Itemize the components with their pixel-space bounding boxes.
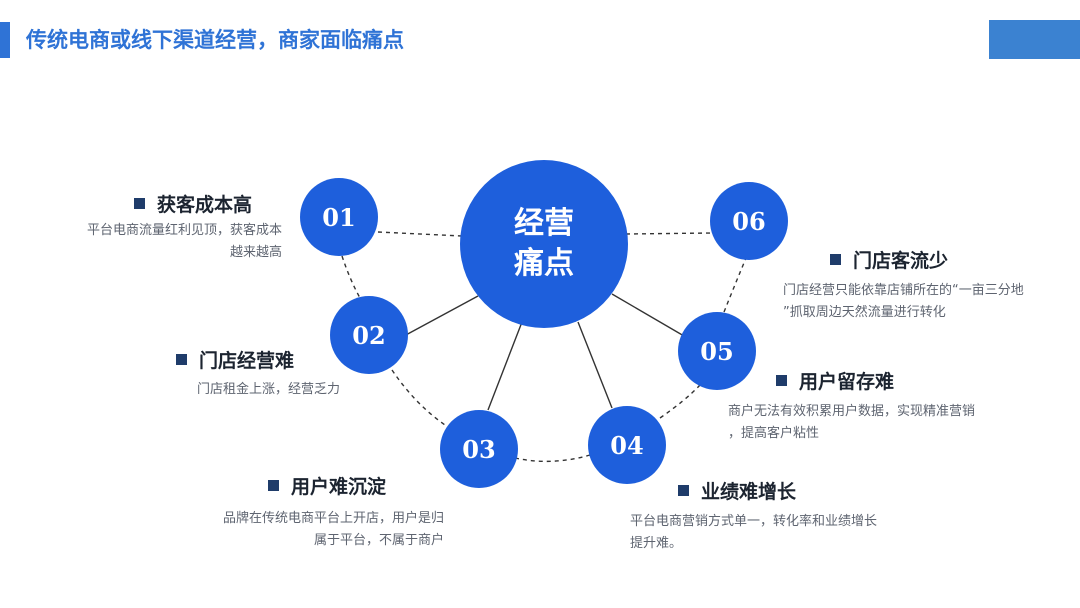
desc-line: 平台电商流量红利见顶，获客成本 — [86, 223, 282, 238]
center-circle: 经营 痛点 — [460, 160, 628, 328]
square-bullet-icon — [776, 375, 787, 386]
spoke-02 — [403, 295, 479, 337]
item-title-03: 用户难沉淀 — [268, 472, 386, 499]
item-title-04: 业绩难增长 — [678, 477, 796, 504]
dashed-arc-01-02 — [341, 255, 361, 299]
desc-line: 商户无法有效积累用户数据，实现精准营销 — [728, 404, 976, 419]
item-title-text: 门店客流少 — [853, 250, 949, 272]
item-desc-02: 门店租金上涨，经营乏力 — [140, 379, 340, 401]
dashed-arc-04-05 — [659, 384, 701, 419]
square-bullet-icon — [176, 354, 187, 365]
spoke-03 — [487, 321, 523, 411]
number-circle-02: 02 — [330, 296, 408, 374]
number-circle-01: 01 — [300, 178, 378, 256]
number-circle-03: 03 — [440, 410, 518, 488]
square-bullet-icon — [134, 198, 145, 209]
item-desc-06: 门店经营只能依靠店铺所在的“一亩三分地 ”抓取周边天然流量进行转化 — [783, 280, 1063, 324]
page-title: 传统电商或线下渠道经营，商家面临痛点 — [26, 28, 404, 52]
corner-decoration — [989, 20, 1080, 59]
item-desc-04: 平台电商营销方式单一，转化率和业绩增长 提升难。 — [630, 511, 910, 555]
desc-line: 越来越高 — [229, 245, 282, 260]
desc-line: 提升难。 — [630, 536, 683, 551]
item-title-text: 门店经营难 — [199, 350, 295, 372]
desc-line: 属于平台，不属于商户 — [313, 533, 444, 548]
desc-line: 门店租金上涨，经营乏力 — [196, 382, 340, 397]
item-title-text: 用户留存难 — [799, 371, 895, 393]
item-desc-01: 平台电商流量红利见顶，获客成本 越来越高 — [60, 220, 282, 264]
number-circle-06: 06 — [710, 182, 788, 260]
item-title-text: 用户难沉淀 — [291, 476, 387, 498]
item-title-text: 业绩难增长 — [701, 481, 797, 503]
number-circle-04: 04 — [588, 406, 666, 484]
dashed-arc-02-03 — [391, 369, 446, 426]
item-title-01: 获客成本高 — [134, 190, 252, 217]
dashed-link-01-center — [377, 231, 463, 237]
item-title-05: 用户留存难 — [776, 367, 894, 394]
dashed-link-center-06 — [625, 232, 713, 235]
item-title-06: 门店客流少 — [830, 246, 948, 273]
center-label-line2: 痛点 — [514, 246, 574, 281]
title-accent-bar — [0, 22, 10, 58]
desc-line: ，提高客户粘性 — [728, 426, 820, 441]
desc-line: 品牌在传统电商平台上开店，用户是归 — [222, 511, 444, 526]
dashed-arc-03-04 — [514, 454, 591, 463]
desc-line: 平台电商营销方式单一，转化率和业绩增长 — [630, 514, 878, 529]
desc-line: ”抓取周边天然流量进行转化 — [783, 305, 946, 320]
spoke-05 — [611, 293, 685, 337]
item-title-text: 获客成本高 — [157, 194, 253, 216]
spoke-04 — [577, 321, 613, 409]
item-title-02: 门店经营难 — [176, 346, 294, 373]
center-label-line1: 经营 — [514, 206, 574, 241]
item-desc-05: 商户无法有效积累用户数据，实现精准营销 ，提高客户粘性 — [728, 401, 1008, 445]
square-bullet-icon — [678, 485, 689, 496]
number-circle-05: 05 — [678, 312, 756, 390]
item-desc-03: 品牌在传统电商平台上开店，用户是归 属于平台，不属于商户 — [180, 508, 444, 552]
square-bullet-icon — [268, 480, 279, 491]
dashed-arc-05-06 — [723, 257, 747, 313]
desc-line: 门店经营只能依靠店铺所在的“一亩三分地 — [783, 283, 1024, 298]
square-bullet-icon — [830, 254, 841, 265]
